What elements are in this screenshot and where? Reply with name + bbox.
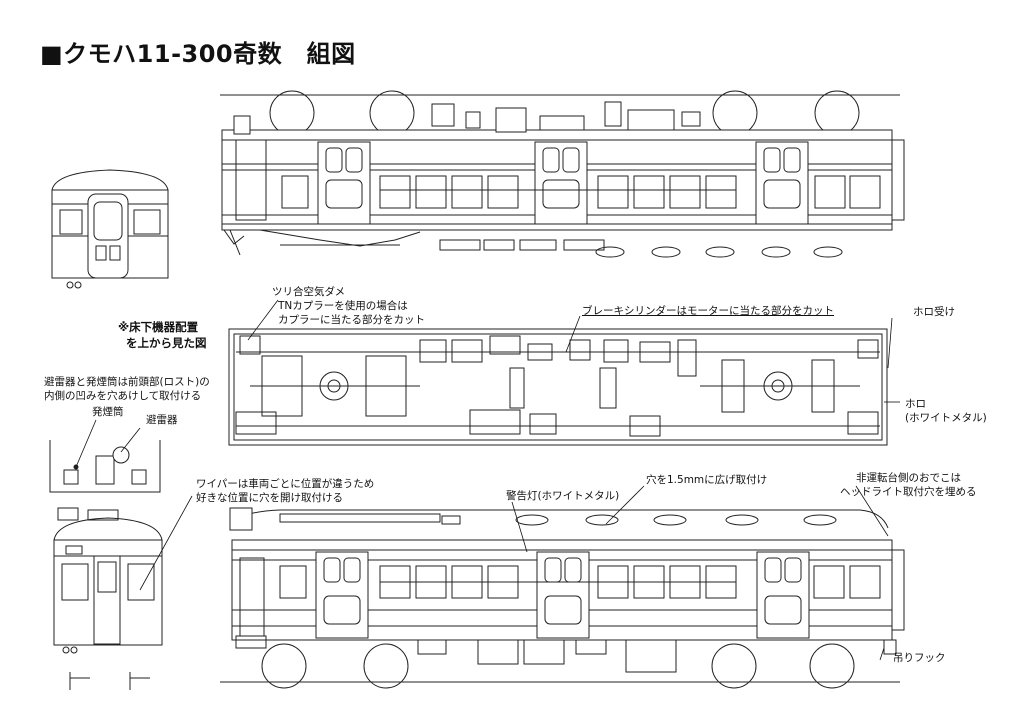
label-tn-coupler-1: TNカプラーを使用の場合は xyxy=(278,300,408,312)
bottom-underfloor xyxy=(236,636,896,672)
plan-bogie-right xyxy=(700,360,860,412)
label-tsuri-hook: 吊りフック xyxy=(893,652,946,664)
label-arrester-2: 内側の凹みを穴あけして取付ける xyxy=(44,390,202,402)
label-hatsuentou: 発煙筒 xyxy=(92,406,124,418)
bottom-doors xyxy=(316,552,809,638)
label-tn-coupler-2: カプラーに当たる部分をカット xyxy=(278,314,425,326)
label-hiraiki: 避雷器 xyxy=(146,414,178,426)
label-hiunten-2: ヘッドライト取付穴を埋める xyxy=(840,486,977,498)
label-ana: 穴を1.5mmに広げ取付け xyxy=(646,474,768,486)
page-title: ■クモハ11-300奇数 組図 xyxy=(40,40,356,68)
label-tsuri-kuki-dame: ツリ合空気ダメ xyxy=(272,286,346,298)
side-view-bottom xyxy=(220,508,904,688)
bottom-roof-vents xyxy=(230,508,836,530)
label-underfloor-1: ※床下機器配置 xyxy=(118,320,199,334)
label-wiper-1: ワイパーは車両ごとに位置が違うため xyxy=(196,478,375,490)
top-doors xyxy=(318,142,808,224)
plan-equipment xyxy=(236,336,880,436)
leader-lines xyxy=(76,300,900,660)
label-arrester-1: 避雷器と発煙筒は前頭部(ロスト)の xyxy=(44,376,210,388)
label-underfloor-2: を上から見た図 xyxy=(126,336,207,350)
label-horo-uke: ホロ受け xyxy=(913,306,955,318)
top-roof-equipment xyxy=(234,102,700,134)
label-wiper-2: 好きな位置に穴を開け取付ける xyxy=(196,492,343,504)
underfloor-plan xyxy=(229,329,887,445)
plan-bogie-left xyxy=(250,356,420,416)
top-underfloor xyxy=(224,230,842,257)
bottom-windows xyxy=(280,566,880,598)
front-detail xyxy=(50,440,162,690)
front-view-top xyxy=(52,170,168,288)
label-keikokutou: 警告灯(ホワイトメタル) xyxy=(506,490,620,502)
label-horo-1: ホロ xyxy=(905,398,926,410)
top-windows xyxy=(282,176,880,208)
label-horo-2: (ホワイトメタル) xyxy=(905,412,987,424)
label-hiunten-1: 非運転台側のおでこは xyxy=(856,472,961,484)
bottom-wheels xyxy=(262,644,854,688)
top-wheels xyxy=(220,91,900,135)
side-view-top xyxy=(220,91,904,257)
label-brake-cylinder: ブレーキシリンダーはモーターに当たる部分をカット xyxy=(582,305,834,317)
